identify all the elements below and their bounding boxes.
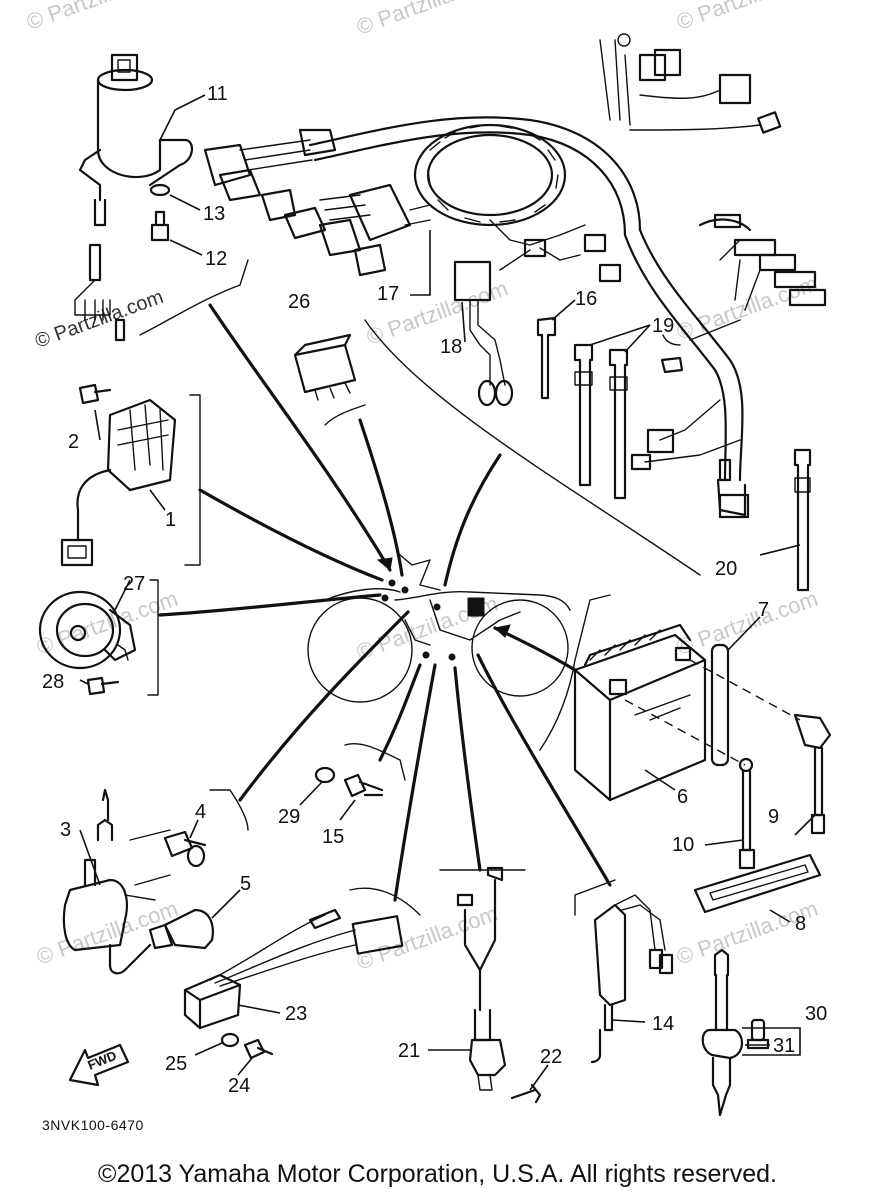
screw-22[interactable]	[510, 1083, 542, 1104]
battery-band[interactable]	[693, 853, 822, 914]
label-23: 23	[285, 1003, 307, 1025]
bolt-horn[interactable]	[86, 676, 120, 696]
label-8: 8	[795, 913, 806, 935]
label-6: 6	[677, 786, 688, 808]
label-7: 7	[758, 599, 769, 621]
watermark: © Partzilla.com	[33, 896, 181, 970]
part-number-labels: 11 13 12 26 17 16 19 18 2 1 20 27 7 28 6…	[42, 83, 827, 1097]
motorcycle-outline	[307, 554, 571, 703]
label-11: 11	[207, 83, 228, 105]
starter-relay-bracket	[742, 1027, 801, 1056]
bolt-15[interactable]	[343, 773, 384, 798]
label-4: 4	[195, 801, 206, 823]
washer-29[interactable]	[314, 766, 336, 784]
washer-25[interactable]	[220, 1032, 240, 1048]
label-9: 9	[768, 806, 779, 828]
label-5: 5	[240, 873, 251, 895]
wire-harness[interactable]	[203, 33, 827, 519]
label-10: 10	[672, 834, 694, 856]
label-16: 16	[575, 288, 597, 310]
main-switch[interactable]	[74, 53, 193, 342]
leader-lines	[158, 303, 612, 902]
bolt-24[interactable]	[243, 1038, 274, 1060]
lead-14[interactable]	[590, 894, 674, 1064]
fwd-label: FWD	[86, 1048, 119, 1073]
watermark: © Partzilla.com	[353, 0, 501, 40]
label-29: 29	[278, 806, 300, 828]
band-16[interactable]	[536, 316, 557, 400]
label-1: 1	[165, 509, 176, 531]
label-13: 13	[203, 203, 225, 225]
label-25: 25	[165, 1053, 187, 1075]
band-19[interactable]	[573, 343, 629, 500]
label-19: 19	[652, 315, 674, 337]
watermark: © Partzilla.com	[353, 901, 501, 975]
watermark: © Partzilla.com	[33, 586, 181, 660]
relay-18[interactable]	[453, 260, 514, 407]
group-brackets	[139, 259, 701, 916]
label-3: 3	[60, 819, 71, 841]
starter-relay[interactable]	[701, 948, 743, 1117]
label-12: 12	[205, 248, 227, 270]
watermark-overlay: © Partzilla.com	[32, 286, 166, 353]
screw-coil[interactable]	[163, 830, 207, 868]
horn[interactable]	[38, 590, 137, 670]
cdi-unit[interactable]	[183, 908, 404, 1030]
label-14: 14	[652, 1013, 674, 1035]
callout-pointers	[79, 94, 816, 1091]
sensor-21[interactable]	[456, 866, 507, 1091]
label-31: 31	[773, 1035, 795, 1057]
fuse[interactable]	[746, 1018, 770, 1050]
watermark: © Partzilla.com	[673, 271, 821, 345]
watermark: © Partzilla.com	[673, 586, 821, 660]
bolt-12[interactable]	[150, 210, 170, 242]
label-15: 15	[322, 826, 344, 848]
label-26: 26	[288, 291, 310, 313]
label-21: 21	[398, 1040, 420, 1062]
label-20: 20	[715, 558, 737, 580]
washer-13[interactable]	[149, 183, 171, 197]
spark-plug-cap[interactable]	[148, 908, 214, 950]
label-22: 22	[540, 1046, 562, 1068]
copyright-notice: ©2013 Yamaha Motor Corporation, U.S.A. A…	[98, 1160, 777, 1188]
watermark: © Partzilla.com	[673, 0, 821, 35]
label-27: 27	[123, 573, 145, 595]
label-30: 30	[805, 1003, 827, 1025]
label-2: 2	[68, 431, 79, 453]
breather-pipe[interactable]	[710, 643, 730, 767]
diagram-code: 3NVK100-6470	[42, 1117, 144, 1133]
label-17: 17	[377, 283, 399, 305]
label-18: 18	[440, 336, 462, 358]
flasher-relay[interactable]	[293, 333, 357, 401]
label-28: 28	[42, 671, 64, 693]
wire-harness-branch	[489, 219, 622, 283]
watermark: © Partzilla.com	[23, 0, 171, 35]
battery[interactable]	[573, 623, 707, 802]
battery-lead-negative[interactable]	[624, 699, 756, 870]
rectifier-regulator[interactable]	[60, 398, 177, 567]
fwd-arrow: FWD	[68, 1043, 130, 1087]
battery-lead-positive[interactable]	[689, 659, 832, 835]
bolt-2[interactable]	[78, 383, 112, 405]
label-24: 24	[228, 1075, 250, 1097]
band-20[interactable]	[793, 448, 812, 592]
